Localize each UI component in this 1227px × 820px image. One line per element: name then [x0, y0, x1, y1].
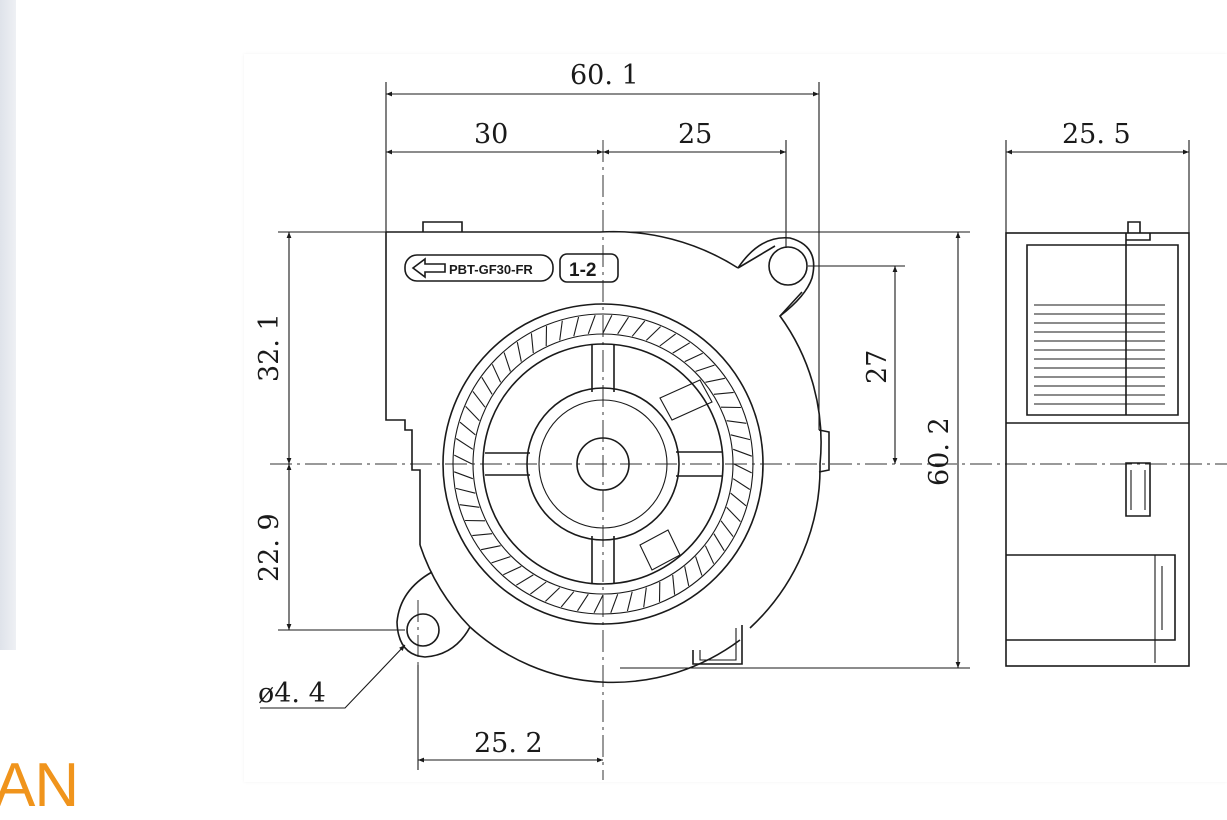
- hub-center: [576, 437, 630, 491]
- bottom-mount-hole: [406, 613, 440, 647]
- impeller-blade: [730, 492, 747, 507]
- impeller-blade: [530, 581, 547, 595]
- impeller-blade: [593, 594, 604, 613]
- hub-outer-ring: [526, 387, 680, 541]
- background-panel: [0, 0, 16, 650]
- dim-bottom-hole-offset: 25. 2: [474, 728, 543, 759]
- impeller-blade: [472, 533, 493, 537]
- front-view: PBT-GF30-FR 1-2: [385, 221, 830, 684]
- right-clip: [818, 429, 830, 473]
- impeller-blade: [459, 504, 480, 508]
- impeller-blade: [465, 406, 480, 422]
- impeller-blade: [481, 377, 493, 395]
- impeller-blade: [733, 463, 752, 474]
- impeller-blade: [454, 454, 473, 465]
- side-clip: [1125, 462, 1151, 517]
- impeller-blade: [733, 448, 752, 457]
- impeller-blade: [559, 320, 563, 341]
- brand-logo-text: AN: [0, 751, 79, 820]
- impeller-blade: [713, 391, 734, 395]
- top-mount-hole: [768, 246, 808, 286]
- dim-side-width: 25. 5: [1062, 119, 1131, 150]
- impeller-blade: [631, 320, 646, 337]
- bottom-mount-ear: [396, 571, 471, 658]
- impeller-blade: [545, 587, 561, 602]
- housing-label: PBT-GF30-FR 1-2: [404, 253, 619, 283]
- material-label: PBT-GF30-FR: [449, 262, 533, 277]
- impeller-blade: [491, 364, 502, 383]
- impeller-blade: [503, 565, 522, 576]
- top-tab: [422, 221, 463, 232]
- impeller-blade: [560, 591, 575, 608]
- impeller-blade: [455, 487, 476, 494]
- impeller-blade: [705, 377, 726, 383]
- impeller-blade: [672, 574, 676, 595]
- dimension-labels: 60. 1 30 25 25. 5 32. 1 22. 9 27 60. 2 ø…: [254, 60, 1131, 759]
- impeller-blade: [454, 471, 473, 480]
- impeller-blade: [684, 566, 690, 587]
- impeller-blade: [726, 420, 747, 424]
- dim-overall-height: 60. 2: [924, 417, 955, 486]
- impeller-blade: [684, 352, 703, 363]
- impeller-blade: [516, 341, 522, 362]
- drawing-sheet: [244, 54, 1227, 782]
- impeller-blades: [454, 315, 752, 613]
- dim-top-to-center: 32. 1: [254, 313, 285, 382]
- dim-center-to-hole: 25: [678, 119, 712, 150]
- impeller-blade: [713, 533, 725, 551]
- dim-overall-width: 60. 1: [570, 60, 639, 91]
- impeller-blade: [704, 545, 715, 564]
- center-lines: [270, 140, 1227, 780]
- bottom-foot: [692, 625, 743, 665]
- impeller-blade: [602, 315, 613, 334]
- impeller-blade: [610, 594, 619, 613]
- impeller-blade: [645, 326, 661, 341]
- impeller-blade: [530, 333, 534, 354]
- side-lower-block: [1006, 554, 1176, 641]
- motor-spokes: [485, 344, 722, 584]
- dim-hole-diameter: ø4. 4: [258, 678, 326, 709]
- impeller-blade: [643, 587, 647, 608]
- impeller-blade: [659, 333, 676, 347]
- extension-lines: [278, 82, 1190, 770]
- impeller-blade: [503, 352, 511, 372]
- dimension-lines: [260, 91, 1189, 763]
- impeller-blade: [626, 591, 633, 612]
- leader-hole-diameter: [260, 644, 406, 709]
- side-view-body: [1005, 232, 1190, 667]
- impeller-blade: [587, 315, 596, 334]
- impeller-blade: [672, 342, 690, 354]
- impeller-blade: [617, 316, 629, 335]
- impeller-blade: [480, 545, 501, 551]
- impeller-blade: [720, 520, 734, 537]
- impeller-blade: [695, 556, 703, 576]
- impeller-blade: [573, 316, 580, 337]
- impeller-blade: [516, 574, 534, 586]
- side-view: [1005, 221, 1190, 667]
- impeller-outer-ring: [442, 303, 764, 625]
- part-code-label: 1-2: [569, 260, 596, 281]
- impeller-blade: [459, 421, 476, 436]
- impeller-blade: [455, 438, 474, 450]
- housing-outline: [385, 230, 822, 629]
- side-vents: [1034, 304, 1165, 405]
- top-mount-ear: [737, 236, 815, 317]
- dim-center-to-bottom-hole: 22. 9: [254, 513, 285, 582]
- impeller-blade: [730, 434, 751, 441]
- impeller-blade: [577, 593, 589, 612]
- impeller-blade: [732, 478, 751, 490]
- dim-left-to-center: 30: [474, 119, 508, 150]
- impeller-blade: [491, 556, 511, 564]
- impeller-blade: [695, 364, 715, 372]
- dim-hole-vertical: 27: [862, 350, 893, 384]
- impeller-blade: [472, 391, 486, 408]
- impeller-blade: [726, 506, 741, 522]
